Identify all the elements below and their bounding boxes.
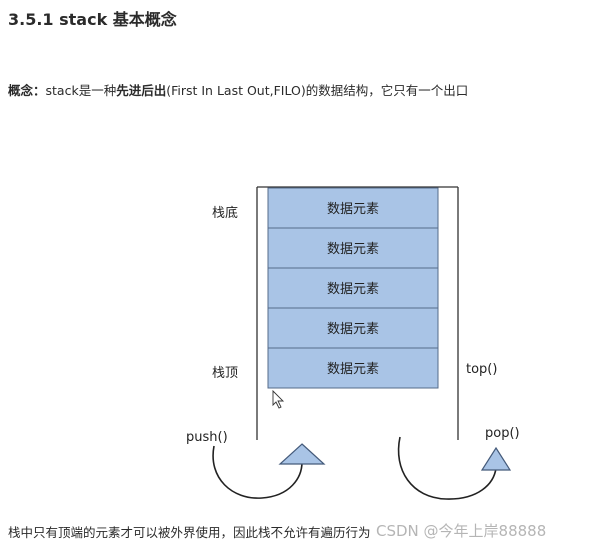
pop-label: pop() bbox=[485, 426, 520, 441]
concept-text-bold: 先进后出 bbox=[116, 83, 167, 98]
csdn-watermark: CSDN @今年上岸88888 bbox=[376, 522, 547, 540]
mouse-cursor-icon bbox=[272, 389, 285, 409]
concept-text-post: (First In Last Out,FILO)的数据结构，它只有一个出口 bbox=[166, 83, 469, 98]
stack-cell bbox=[267, 347, 439, 389]
concept-text-pre: stack是一种 bbox=[45, 83, 117, 98]
stack-cell-label: 数据元素 bbox=[327, 242, 379, 257]
bottom-paragraph: 栈中只有顶端的元素才可以被外界使用，因此栈不允许有遍历行为 bbox=[8, 525, 371, 540]
stack-cell-label: 数据元素 bbox=[327, 202, 379, 217]
stack-cell bbox=[267, 227, 439, 269]
push-arrow-head bbox=[278, 443, 326, 465]
concept-paragraph: 概念：stack是一种先进后出(First In Last Out,FILO)的… bbox=[8, 80, 468, 99]
stack-cell bbox=[267, 267, 439, 309]
stack-cell bbox=[267, 307, 439, 349]
stack-cell bbox=[267, 187, 439, 229]
section-heading: 3.5.1 stack 基本概念 bbox=[8, 10, 177, 29]
push-arrow-curve bbox=[212, 445, 303, 499]
push-label: push() bbox=[186, 430, 228, 445]
top-function-label: top() bbox=[466, 362, 497, 377]
stack-top-label: 栈顶 bbox=[212, 366, 238, 381]
concept-label: 概念： bbox=[8, 83, 46, 98]
stack-cell-label: 数据元素 bbox=[327, 282, 379, 297]
stack-cell-label: 数据元素 bbox=[327, 322, 379, 337]
stack-bottom-label: 栈底 bbox=[212, 205, 238, 221]
pop-arrow-curve bbox=[397, 436, 497, 500]
stack-cell-label: 数据元素 bbox=[327, 362, 379, 377]
pop-arrow-head bbox=[480, 446, 512, 471]
